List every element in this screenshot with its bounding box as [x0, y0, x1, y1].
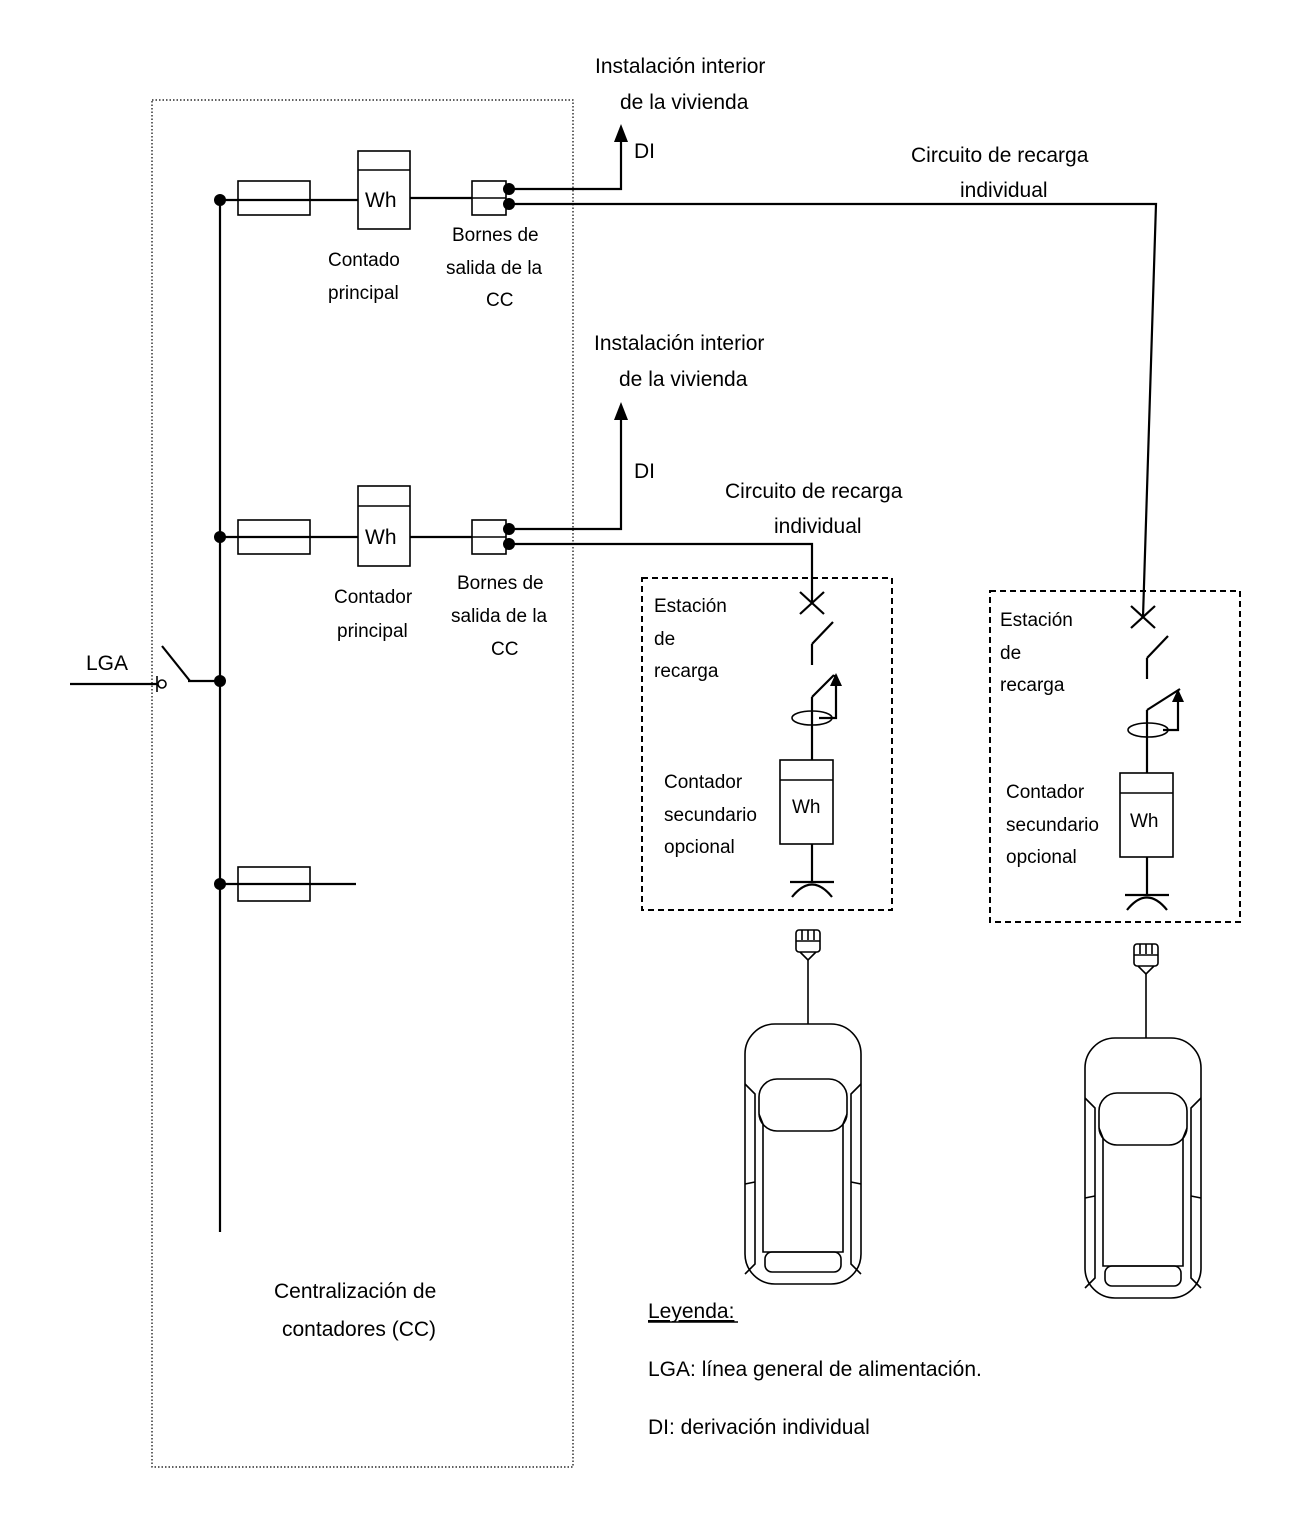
svg-text:DI: DI: [634, 140, 655, 163]
svg-text:Instalación interior: Instalación interior: [595, 55, 765, 78]
secondary-meter-2: [1119, 772, 1174, 858]
svg-text:Estación: Estación: [654, 596, 727, 617]
cc-label-line2: contadores (CC): [282, 1318, 436, 1341]
main-meter-1: [357, 150, 411, 230]
svg-text:individual: individual: [960, 179, 1048, 202]
svg-text:principal: principal: [337, 621, 408, 642]
svg-text:opcional: opcional: [1006, 847, 1077, 868]
svg-text:Estación: Estación: [1000, 610, 1073, 631]
svg-text:recarga: recarga: [1000, 675, 1065, 696]
svg-text:Wh: Wh: [365, 189, 397, 212]
svg-text:secundario: secundario: [1006, 815, 1099, 836]
svg-text:de la vivienda: de la vivienda: [620, 91, 749, 114]
svg-text:salida de la: salida de la: [451, 606, 548, 627]
svg-text:individual: individual: [774, 515, 862, 538]
recharge-circuit-right: [509, 202, 1158, 618]
svg-text:Circuito de recarga: Circuito de recarga: [911, 144, 1089, 167]
svg-text:CC: CC: [491, 639, 518, 660]
legend-lga: LGA: línea general de alimentación.: [648, 1358, 982, 1381]
svg-text:salida de la: salida de la: [446, 258, 543, 279]
svg-text:Contado: Contado: [328, 250, 400, 271]
svg-text:de: de: [1000, 643, 1021, 664]
svg-text:Instalación interior: Instalación interior: [594, 332, 764, 355]
lga-label: LGA: [86, 652, 128, 675]
di-line-1: [509, 140, 623, 191]
charging-station-2: Estación de recarga Wh Contador secundar…: [989, 590, 1241, 923]
legend-title: Leyenda:: [648, 1300, 734, 1323]
recharge-circuit-mid: [509, 542, 814, 604]
svg-text:secundario: secundario: [664, 805, 757, 826]
svg-text:Contador: Contador: [334, 587, 413, 608]
svg-text:Wh: Wh: [365, 526, 397, 549]
charging-station-1: Estación de recarga Wh Contador secundar…: [641, 577, 893, 911]
secondary-meter-1: [779, 759, 834, 845]
main-meter-2: [357, 485, 411, 567]
svg-text:opcional: opcional: [664, 837, 735, 858]
svg-text:Wh: Wh: [1130, 811, 1159, 832]
svg-text:de la vivienda: de la vivienda: [619, 368, 748, 391]
legend-di: DI: derivación individual: [648, 1416, 870, 1439]
main-switch-blade: [161, 645, 191, 682]
switch-pivot: [157, 679, 167, 689]
electric-car-1: [744, 1023, 862, 1285]
electric-car-2: [1084, 1037, 1202, 1299]
svg-text:Contador: Contador: [664, 772, 743, 793]
plug-1: [795, 929, 821, 1024]
di-line-2: [509, 418, 623, 531]
svg-text:de: de: [654, 629, 675, 650]
svg-text:principal: principal: [328, 283, 399, 304]
svg-text:Wh: Wh: [792, 797, 821, 818]
plug-2: [1133, 943, 1159, 1038]
svg-text:Circuito de recarga: Circuito de recarga: [725, 480, 903, 503]
svg-text:CC: CC: [486, 290, 513, 311]
fuse-1: [237, 180, 311, 216]
svg-text:Contador: Contador: [1006, 782, 1085, 803]
meter-centralization-frame: [151, 99, 574, 1468]
svg-text:Bornes de: Bornes de: [452, 225, 539, 246]
svg-text:recarga: recarga: [654, 661, 719, 682]
svg-text:Bornes de: Bornes de: [457, 573, 544, 594]
cc-label-line1: Centralización de: [274, 1280, 436, 1303]
svg-text:DI: DI: [634, 460, 655, 483]
